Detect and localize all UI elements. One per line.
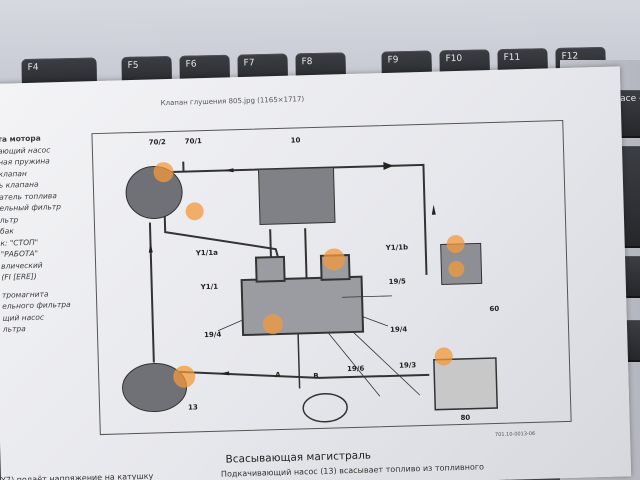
injection-pump	[257, 166, 336, 226]
label-a: A	[275, 370, 281, 380]
highlight-marker	[323, 248, 346, 271]
highlight-marker	[434, 347, 453, 366]
label-19-5: 19/5	[388, 277, 406, 286]
label-b: B	[313, 371, 319, 381]
highlight-marker	[448, 261, 465, 278]
flow-arrow	[219, 371, 230, 376]
highlight-marker	[446, 235, 465, 254]
section-text: Подкачивающий насос (13) всасывает топли…	[220, 462, 485, 479]
flow-arrow	[383, 162, 394, 171]
label-60: 60	[489, 304, 500, 314]
highlight-marker	[153, 162, 174, 183]
label-y1-1: Y1/1	[200, 282, 219, 292]
printed-sheet: Клапан глушения 805.jpg (1165×1717) та м…	[0, 66, 632, 480]
flow-arrow	[148, 242, 153, 253]
label-y1-1a: Y1/1a	[195, 248, 219, 258]
flow-arrow	[223, 168, 234, 173]
label-19-3: 19/3	[398, 361, 417, 370]
legend-item: льтра	[2, 324, 26, 334]
label-70-2: 70/2	[148, 138, 166, 147]
file-title: Клапан глушения 805.jpg (1165×1717)	[160, 95, 305, 108]
footnote-text: Y7) подаёт напряжение на катушку	[0, 471, 154, 480]
label-80: 80	[460, 413, 471, 422]
highlight-marker	[173, 365, 196, 388]
label-19-4-right: 19/4	[389, 325, 408, 334]
fuel-system-diagram: 70/2 70/1 10 Y1/1a Y1/1b Y1/1 19/5 19/4 …	[91, 120, 572, 436]
label-19-6: 19/6	[346, 364, 365, 374]
legend-list: та мотора ающий насос ная пружина клапан…	[0, 131, 93, 335]
section-caption: Всасывающая магистраль	[225, 449, 372, 466]
coupling	[302, 393, 348, 423]
diagram-drawing	[122, 161, 499, 423]
fuel-tank	[433, 357, 499, 411]
label-13: 13	[188, 403, 198, 412]
highlight-marker	[262, 314, 283, 335]
label-19-4-left: 19/4	[203, 330, 222, 340]
figure-number: 701.10-0013-06	[494, 430, 536, 439]
label-70-1: 70/1	[184, 137, 202, 146]
highlight-marker	[185, 202, 204, 221]
label-y1-1b: Y1/1b	[385, 243, 409, 253]
label-10: 10	[290, 136, 301, 145]
flow-arrow	[431, 204, 436, 215]
